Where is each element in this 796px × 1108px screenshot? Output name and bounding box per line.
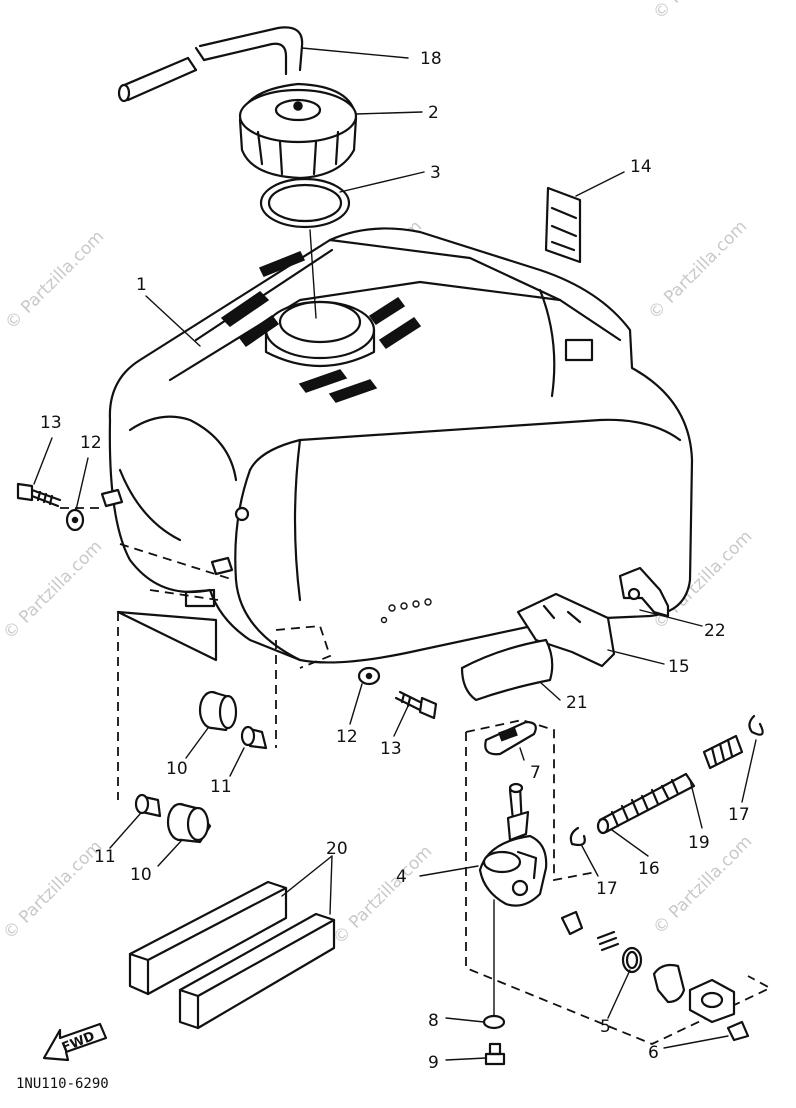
part-fuel-cock	[465, 719, 772, 1045]
fwd-arrow-icon: FWD	[42, 1022, 108, 1062]
callout-12b: 12	[336, 727, 358, 747]
part-rubber-pad	[460, 638, 554, 702]
callout-6: 6	[648, 1043, 659, 1063]
part-damper-clip	[544, 186, 582, 264]
callout-13: 13	[40, 413, 62, 433]
part-cock-gasket	[484, 720, 537, 756]
part-hose-clip-mid	[569, 826, 586, 847]
part-washer-right	[357, 666, 381, 686]
callout-21: 21	[566, 693, 588, 713]
drawing-code: 1NU110-6290	[16, 1076, 109, 1092]
callout-7: 7	[530, 763, 541, 783]
callout-17b: 17	[596, 879, 618, 899]
watermark: © Partzilla.com	[0, 837, 106, 944]
watermark: © Partzilla.com	[1, 227, 108, 334]
part-cock-screw	[484, 1042, 506, 1066]
part-damper-upper	[198, 690, 238, 732]
part-cap-gasket	[259, 177, 351, 229]
mount-plate-outline	[116, 588, 218, 662]
callout-15: 15	[668, 657, 690, 677]
callout-10b: 10	[130, 865, 152, 885]
part-bolt-right	[394, 690, 438, 720]
part-cock-internals	[560, 910, 750, 1042]
watermark: © Partzilla.com	[649, 0, 756, 24]
callout-13b: 13	[380, 739, 402, 759]
callout-2: 2	[428, 103, 439, 123]
callout-16: 16	[638, 859, 660, 879]
part-cock-washer	[482, 1014, 506, 1030]
part-fuel-tank	[100, 227, 694, 669]
part-hose-clip-right	[748, 714, 764, 736]
callout-19: 18	[420, 49, 442, 69]
callout-20: 20	[326, 839, 348, 859]
callout-9: 9	[428, 1053, 439, 1073]
assembly-guides	[60, 507, 277, 800]
callout-14: 14	[630, 157, 652, 177]
callout-11: 11	[210, 777, 232, 797]
callout-labels: 18 2 3 14 1 13 12 22 15 21 12 13 7 10 11…	[40, 49, 750, 1073]
callout-17: 17	[728, 805, 750, 825]
callout-3: 3	[430, 163, 441, 183]
part-washer-left	[65, 508, 85, 532]
callout-22: 22	[704, 621, 726, 641]
part-fuel-cap	[238, 82, 358, 180]
callout-12: 12	[80, 433, 102, 453]
leader-lines	[33, 47, 757, 1061]
part-bolt-left	[16, 482, 62, 508]
part-collar-lower	[134, 793, 162, 818]
part-bracket-clip	[618, 566, 670, 618]
part-collar-upper	[240, 725, 268, 750]
part-vent-hose	[117, 26, 304, 103]
callout-18: 19	[688, 833, 710, 853]
part-fuel-hose-short	[702, 734, 744, 770]
callout-5: 5	[600, 1017, 611, 1037]
callout-1: 1	[136, 275, 147, 295]
watermark: © Partzilla.com	[644, 217, 751, 324]
callout-8: 8	[428, 1011, 439, 1031]
part-damper-lower	[166, 802, 212, 844]
callout-11b: 11	[94, 847, 116, 867]
callout-10: 10	[166, 759, 188, 779]
watermark: © Partzilla.com	[0, 537, 106, 644]
part-fuel-hose-long	[596, 772, 696, 835]
callout-4: 4	[396, 867, 407, 887]
part-foam-blocks	[128, 880, 336, 1030]
